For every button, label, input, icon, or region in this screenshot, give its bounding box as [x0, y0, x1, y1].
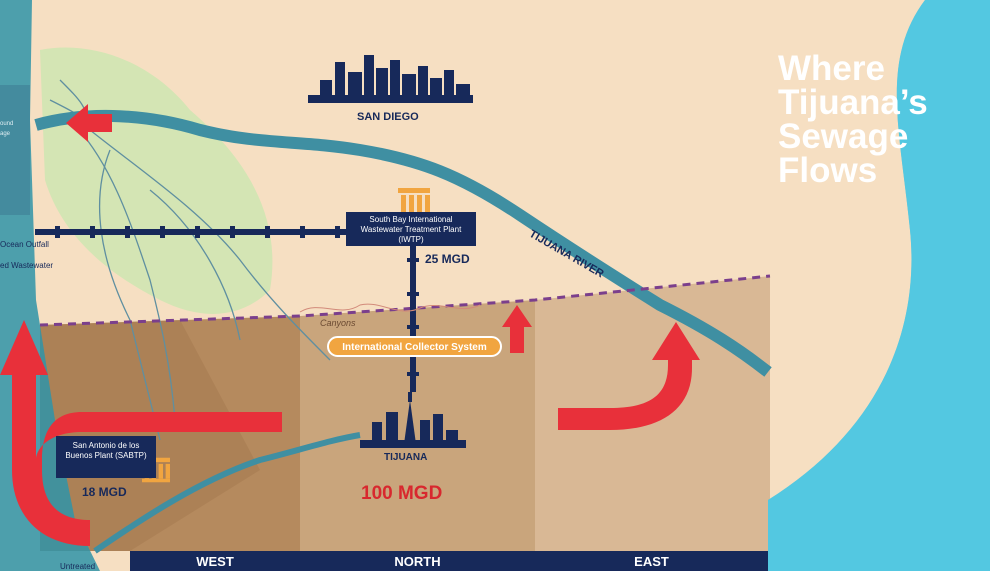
title-line: Flows [778, 151, 878, 190]
tijuana-flow: 100 MGD [361, 483, 443, 504]
tributaries [49, 79, 331, 441]
tijuana-river [34, 109, 772, 377]
infographic-title: Where Tijuana’s Sewage Flows [778, 49, 978, 190]
north-region [300, 300, 535, 551]
untreated-label: Untreated [60, 562, 96, 571]
outfall-label: Ocean Outfall [0, 240, 49, 249]
san-diego-label: SAN DIEGO [357, 111, 419, 123]
iwtp-name-box: South Bay International Wastewater Treat… [346, 212, 476, 246]
flow-arrows [0, 104, 700, 546]
iwtp-flow: 25 MGD [425, 252, 470, 266]
region-east: EAST [535, 551, 768, 571]
title-line: Sewage [778, 117, 909, 156]
title-line: Where [778, 49, 885, 88]
sabtp-name-box: San Antonio de los Buenos Plant (SABTP) [56, 436, 156, 478]
wastewater-label: ed Wastewater [0, 261, 54, 270]
region-west: WEST [130, 551, 300, 571]
age-label: age [0, 131, 11, 137]
lower-river [93, 432, 361, 554]
canyons-lines [299, 303, 481, 313]
canyons-label: Canyons [320, 318, 356, 328]
tijuana-skyline [360, 392, 466, 448]
san-diego-skyline [308, 55, 473, 103]
outfall-pipe [35, 226, 346, 238]
west-shade [40, 320, 260, 551]
sabtp-flow: 18 MGD [82, 485, 127, 499]
tijuana-label: TIJUANA [384, 452, 428, 463]
ocean-hatch [0, 85, 30, 215]
title-line: Tijuana’s [778, 83, 928, 122]
border-line [39, 274, 771, 327]
region-north: NORTH [300, 551, 535, 571]
vertical-pipe [407, 245, 419, 392]
ocean-right-light [768, 0, 990, 571]
collector-system-pill: International Collector System [327, 336, 502, 357]
sound-label: ound [0, 121, 14, 127]
